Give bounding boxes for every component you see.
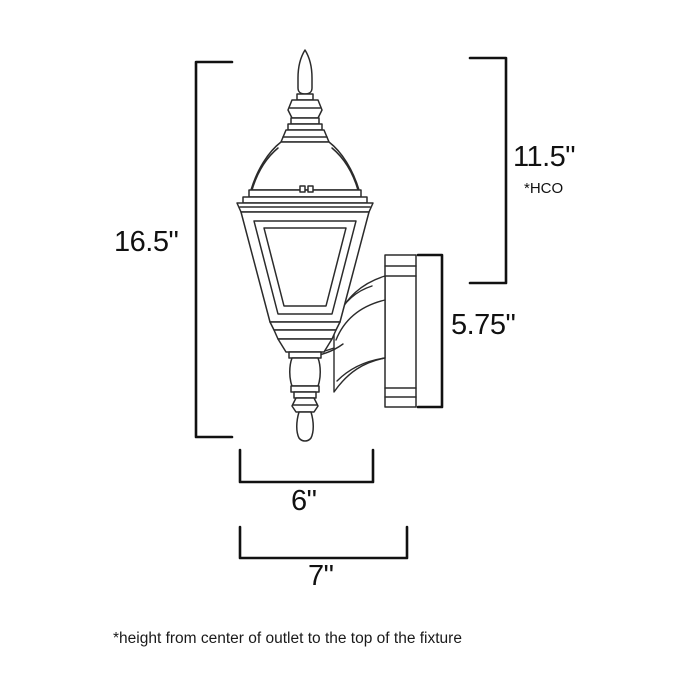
mounting-arm xyxy=(305,275,386,393)
top-finial xyxy=(287,49,323,131)
lantern-bottom-skirt xyxy=(269,321,341,353)
footnote-text: *height from center of outlet to the top… xyxy=(113,630,462,647)
lantern-body xyxy=(240,211,370,323)
dimension-label-hco-note: *HCO xyxy=(524,180,564,197)
dimension-label-plate-width: 7" xyxy=(308,560,334,592)
dimension-label-height-from-outlet: 11.5" xyxy=(513,141,576,173)
bottom-finial xyxy=(288,351,322,442)
dimension-bracket-shade-width xyxy=(238,448,375,484)
dimension-bracket-hco xyxy=(468,56,508,285)
wall-backplate xyxy=(384,254,417,408)
dimension-bracket-plate-width xyxy=(238,525,409,560)
dimension-bracket-overall-height xyxy=(194,60,234,439)
lantern-roof-rim xyxy=(236,185,374,213)
dimension-label-shade-width: 6" xyxy=(291,485,317,517)
dimension-bracket-depth xyxy=(416,253,444,409)
dimension-label-overall-height: 16.5" xyxy=(114,226,179,258)
lantern-dome-cap xyxy=(250,129,360,191)
dimension-label-depth: 5.75" xyxy=(451,309,516,341)
